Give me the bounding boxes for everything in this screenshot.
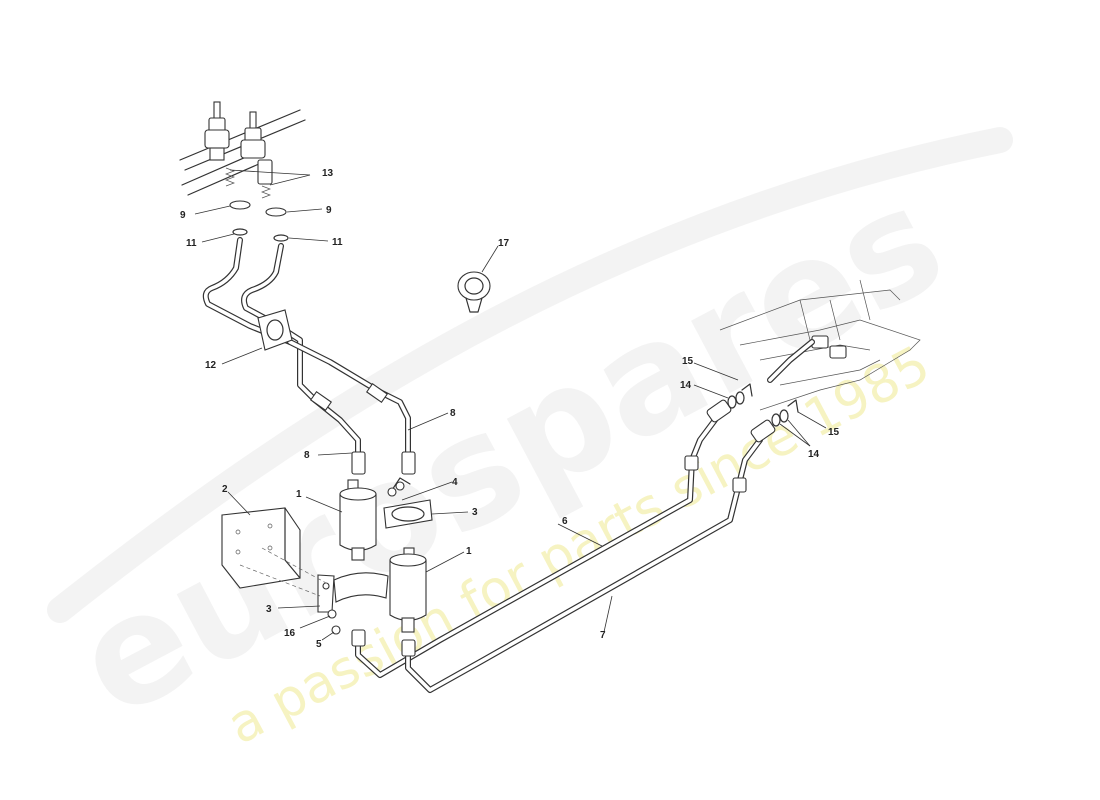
callout-9-right: 9 xyxy=(326,205,332,216)
callout-5: 5 xyxy=(316,639,322,650)
callout-8-left: 8 xyxy=(304,450,310,461)
mounting-bracket xyxy=(221,507,329,597)
filter-clamps xyxy=(317,477,433,635)
callout-15-top: 15 xyxy=(682,356,694,367)
callout-14-right: 14 xyxy=(808,449,820,460)
callout-4: 4 xyxy=(452,477,458,488)
chassis-section xyxy=(719,279,921,411)
callout-3-left: 3 xyxy=(266,604,272,615)
callouts: 13 9 9 11 11 17 12 8 8 2 1 4 3 xyxy=(180,168,840,650)
fuel-filter-right xyxy=(389,547,427,633)
callout-15-right: 15 xyxy=(828,427,840,438)
watermark: eurospares a passion for parts since 198… xyxy=(47,127,1013,756)
callout-11-right: 11 xyxy=(332,237,343,248)
pipe-clip xyxy=(457,271,491,313)
callout-14-top: 14 xyxy=(680,380,692,391)
callout-3-right: 3 xyxy=(472,507,478,518)
callout-9-left: 9 xyxy=(180,210,186,221)
callout-11-left: 11 xyxy=(186,238,197,249)
callout-8-right: 8 xyxy=(450,408,456,419)
callout-1-right: 1 xyxy=(466,546,472,557)
callout-13: 13 xyxy=(322,168,334,179)
fuel-lines-long xyxy=(351,383,799,693)
callout-16: 16 xyxy=(284,628,296,639)
callout-17: 17 xyxy=(498,238,510,249)
fuel-rail-connectors xyxy=(179,101,306,242)
callout-6: 6 xyxy=(562,516,568,527)
callout-2: 2 xyxy=(222,484,228,495)
rail-feed-pipes xyxy=(202,237,416,475)
fuel-filter-left xyxy=(339,479,377,561)
callout-1-left: 1 xyxy=(296,489,302,500)
callout-7: 7 xyxy=(600,630,606,641)
callout-12: 12 xyxy=(205,360,217,371)
